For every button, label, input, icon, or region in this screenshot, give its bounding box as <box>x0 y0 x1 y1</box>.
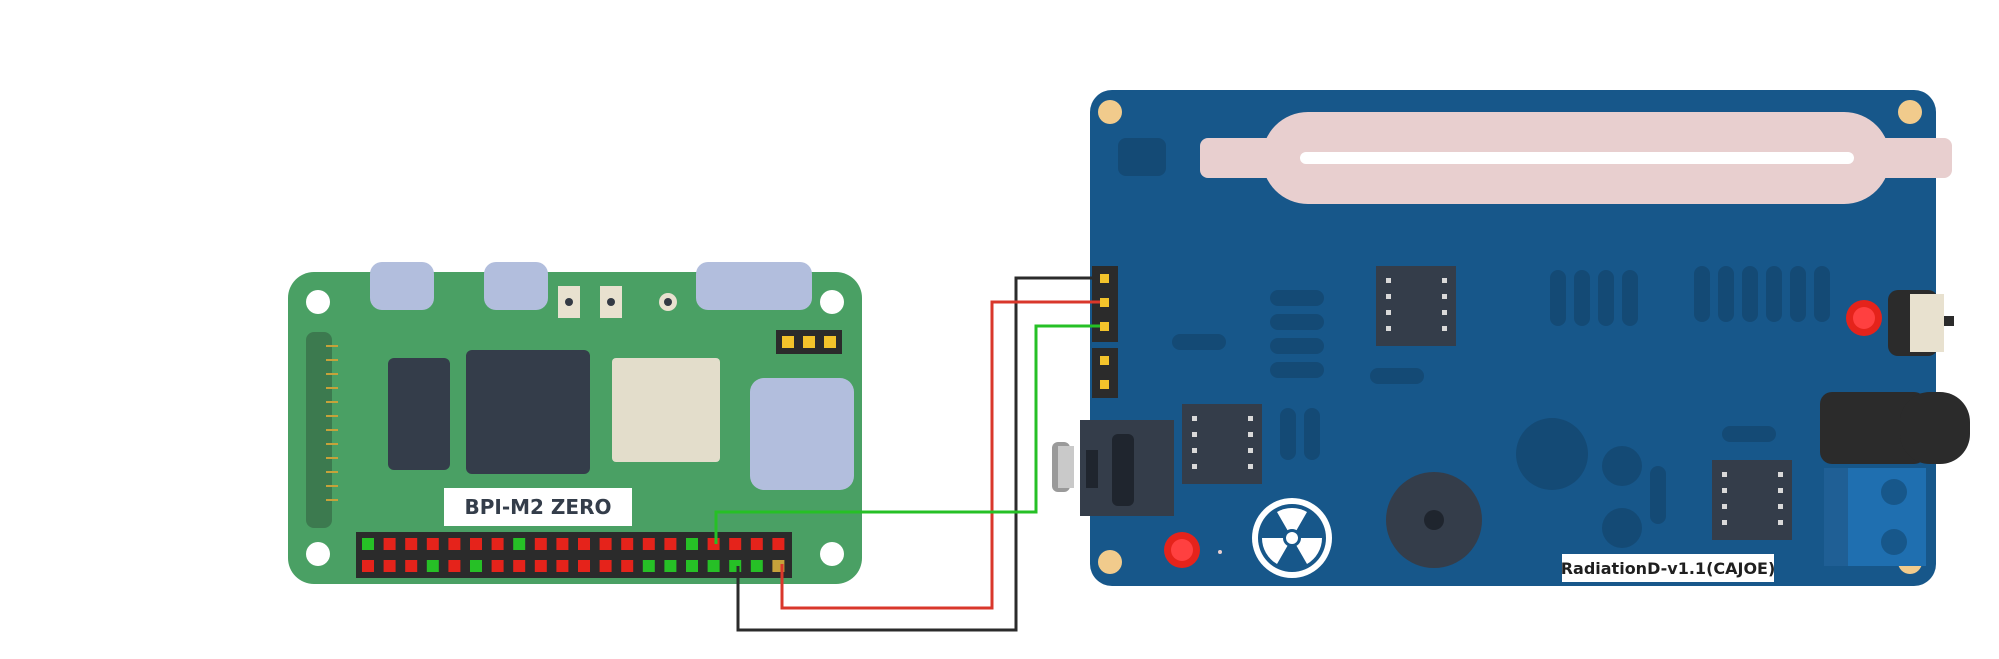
gpio-pin <box>642 560 655 572</box>
gpio-pin <box>470 538 482 550</box>
gpio-pin <box>513 538 526 550</box>
mounting-hole <box>306 290 330 314</box>
header-pin <box>1100 274 1109 283</box>
gpio-pin <box>750 560 763 572</box>
mini-hdmi-port <box>370 262 434 310</box>
dc-barrel-jack <box>1820 392 1970 464</box>
gpio-pin <box>686 538 698 550</box>
ic-chip <box>1182 404 1262 484</box>
gpio-pin <box>534 538 547 550</box>
terminal-block <box>1824 468 1926 566</box>
gpio-pin <box>513 560 526 572</box>
gpio-pin <box>556 538 569 550</box>
usb-otg-port <box>750 378 854 490</box>
ic-chip <box>1376 266 1456 346</box>
ic-chip <box>1712 460 1792 540</box>
gpio-pin <box>599 538 612 550</box>
gpio-pin <box>362 538 374 550</box>
mounting-hole <box>1898 100 1922 124</box>
gpio-pin <box>578 560 590 572</box>
button-dot <box>607 298 615 306</box>
micro-sd-slot <box>306 332 332 528</box>
gpio-pin <box>448 538 461 550</box>
bpi-board-label: BPI-M2 ZERO <box>465 495 612 519</box>
gpio-pin <box>578 538 590 550</box>
gpio-pin <box>362 560 374 572</box>
gpio-pin <box>405 538 418 550</box>
gpio-pin <box>729 538 742 550</box>
bpi-label-box <box>444 488 632 526</box>
gpio-pin <box>621 560 634 572</box>
gpio-pin <box>772 538 785 550</box>
header-pin <box>1100 322 1109 331</box>
gpio-pin <box>448 560 461 572</box>
soc-chip <box>466 350 590 474</box>
signal-wire <box>714 324 1100 544</box>
geiger-tube-highlight <box>1300 152 1854 164</box>
gpio-header <box>356 532 792 578</box>
audio-jack <box>1052 420 1174 516</box>
gpio-pin <box>383 560 396 572</box>
radiation-board-label: RadiationD-v1.1(CAJOE) <box>1561 559 1776 578</box>
gpio-pin <box>707 538 720 550</box>
wires <box>714 276 1100 632</box>
led-dot <box>664 298 672 306</box>
header-pin <box>1100 298 1109 307</box>
mounting-hole <box>820 290 844 314</box>
gpio-pin <box>491 538 504 550</box>
sd-slot-pins <box>326 345 338 501</box>
power-header <box>1092 348 1118 398</box>
mounting-hole <box>306 542 330 566</box>
pad <box>1118 138 1166 176</box>
gpio-pin <box>534 560 547 572</box>
gpio-pin <box>426 538 439 550</box>
gpio-pin <box>383 538 396 550</box>
radiation-trefoil-icon <box>1252 498 1332 578</box>
gpio-pin <box>686 560 698 572</box>
gpio-pin <box>426 560 439 572</box>
gpio-pin <box>556 560 569 572</box>
header-pin <box>1100 356 1109 365</box>
resistor-pads <box>1172 266 1830 548</box>
gpio-pin <box>664 560 677 572</box>
gpio-pin <box>621 538 634 550</box>
micro-usb-port <box>484 262 548 310</box>
mounting-hole <box>1098 100 1122 124</box>
gpio-pin <box>405 560 418 572</box>
mounting-hole <box>820 542 844 566</box>
wifi-module <box>612 358 720 462</box>
ram-chip <box>388 358 450 470</box>
power-switch <box>1888 290 1954 356</box>
red-led-center <box>1853 307 1875 329</box>
ground-wire <box>736 276 1100 632</box>
gpio-pins <box>362 538 785 572</box>
gpio-pin <box>750 538 763 550</box>
red-led-center <box>1171 539 1193 561</box>
small-dot <box>1218 550 1222 554</box>
gpio-pin <box>470 560 482 572</box>
radiation-label-box <box>1562 554 1774 582</box>
header-pin <box>782 336 794 348</box>
power-wire <box>780 300 1100 610</box>
gpio-pin <box>664 538 677 550</box>
gpio-pin <box>707 560 720 572</box>
radiation-detector-board: RadiationD-v1.1(CAJOE) <box>1052 90 1970 586</box>
header-pin <box>1100 380 1109 389</box>
micro-usb-port <box>696 262 812 310</box>
bpi-m2-zero-board: BPI-M2 ZERO <box>288 262 862 584</box>
header-pin <box>824 336 836 348</box>
gpio-pin <box>642 538 655 550</box>
button-dot <box>565 298 573 306</box>
gpio-pin <box>599 560 612 572</box>
mounting-hole <box>1098 550 1122 574</box>
buzzer-hole <box>1424 510 1444 530</box>
header-pin <box>803 336 815 348</box>
gpio-pin <box>491 560 504 572</box>
